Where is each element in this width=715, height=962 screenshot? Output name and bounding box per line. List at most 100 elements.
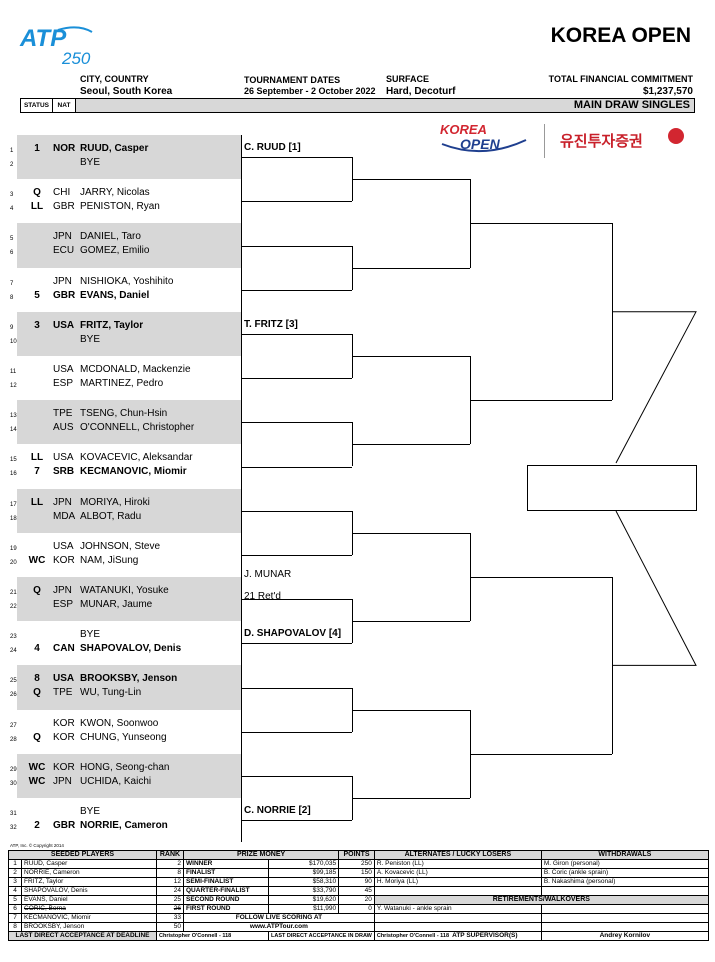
player-nat: KOR	[53, 761, 75, 773]
draw-position: 8	[10, 294, 14, 301]
player-nat: KOR	[53, 717, 75, 729]
bracket-line	[241, 643, 352, 645]
lda-label: LAST DIRECT ACCEPTANCE AT DEADLINE	[8, 931, 157, 941]
prize-money: $170,035	[267, 859, 340, 869]
player-name: ALBOT, Radu	[80, 510, 142, 522]
player-name: PENISTON, Ryan	[80, 201, 160, 213]
seed-rank: 24	[156, 886, 184, 896]
bracket-line	[241, 400, 242, 445]
prize-header: PRIZE MONEY	[182, 850, 340, 860]
draw-position: 6	[10, 250, 14, 257]
bracket-line	[352, 798, 470, 799]
player-name: WATANUKI, Yosuke	[80, 585, 169, 596]
prize-round: FIRST ROUND	[183, 904, 269, 914]
bracket-line	[241, 820, 352, 822]
bracket-line	[352, 333, 353, 379]
seed-status: 2	[34, 820, 40, 831]
sponsor-name: 유진투자증권	[560, 133, 643, 150]
seed-number: 4	[8, 886, 22, 896]
bracket-line	[352, 775, 353, 821]
follow-line-2: www.ATPTour.com	[183, 922, 375, 932]
draw-position: 13	[10, 413, 17, 420]
player-name: JOHNSON, Steve	[80, 540, 161, 552]
svg-text:OPEN: OPEN	[460, 136, 501, 152]
bracket-line	[241, 554, 352, 556]
draw-position: 14	[10, 427, 17, 434]
player-name: CHUNG, Yunseong	[80, 731, 167, 743]
player-nat: TPE	[53, 687, 73, 699]
bracket-line	[241, 378, 352, 380]
seed-status: LL	[30, 452, 44, 464]
player-nat: KOR	[53, 731, 75, 743]
prize-round: QUARTER-FINALIST	[183, 886, 269, 896]
alternate-item: R. Peniston (LL)	[373, 859, 542, 869]
prize-round: SEMI-FINALIST	[183, 877, 269, 887]
surface-label: SURFACE	[386, 74, 430, 84]
retirement-empty	[373, 922, 542, 932]
draw-position: 16	[10, 471, 17, 478]
sponsor-emblem-icon	[668, 128, 684, 144]
prize-money: $99,185	[267, 868, 340, 878]
city-label: CITY, COUNTRY	[80, 74, 149, 84]
copyright: ATP, Inc. © Copyright 2014	[10, 843, 64, 848]
draw-position: 31	[10, 811, 17, 817]
seed-status: 3	[34, 319, 40, 331]
player-name: KWON, Soonwoo	[80, 717, 159, 729]
bracket-line	[352, 621, 470, 623]
withdrawal-item: B. Coric (ankle sprain)	[540, 868, 709, 878]
lda-value: Christopher O'Connell - 118	[156, 931, 269, 941]
player-name: MORIYA, Hiroki	[80, 496, 150, 508]
rank-header: RANK	[156, 850, 184, 860]
alternate-item: H. Moriya (LL)	[373, 877, 542, 887]
prize-round: WINNER	[183, 859, 269, 869]
bracket-line	[352, 444, 470, 446]
player-name: KOVACEVIC, Aleksandar	[80, 452, 193, 464]
seed-number: 8	[8, 922, 22, 932]
retirement-empty	[373, 913, 542, 923]
korea-open-logo: KOREA OPEN	[438, 122, 528, 162]
seed-rank: 26	[156, 904, 184, 914]
bracket-line	[241, 422, 352, 424]
player-name: TSENG, Chun-Hsin	[80, 408, 168, 420]
player-nat: USA	[53, 540, 74, 552]
bracket-line	[470, 709, 471, 798]
match-band	[17, 311, 241, 356]
player-name: BROOKSBY, Jenson	[80, 673, 178, 685]
seed-status: WC	[28, 554, 46, 566]
player-nat: JPN	[53, 231, 72, 243]
match-band	[17, 223, 241, 268]
seed-number: 3	[8, 877, 22, 887]
bracket-line	[241, 665, 242, 710]
bracket-line	[352, 709, 470, 711]
tfc-value: $1,237,570	[642, 86, 693, 97]
player-name: JARRY, Nicolas	[80, 187, 150, 199]
seed-rank: 12	[156, 877, 184, 887]
draw-position: 23	[10, 634, 17, 641]
player-name: BYE	[80, 806, 101, 817]
player-nat: KOR	[53, 554, 75, 566]
player-name: DANIEL, Taro	[80, 231, 141, 243]
player-name: SHAPOVALOV, Denis	[80, 643, 182, 655]
player-nat: USA	[53, 452, 74, 464]
bracket-line	[241, 245, 352, 247]
seed-status: WC	[28, 761, 46, 773]
seed-status: LL	[30, 496, 44, 508]
player-nat: JPN	[53, 275, 72, 287]
seed-name: RUUD, Casper	[21, 859, 157, 869]
